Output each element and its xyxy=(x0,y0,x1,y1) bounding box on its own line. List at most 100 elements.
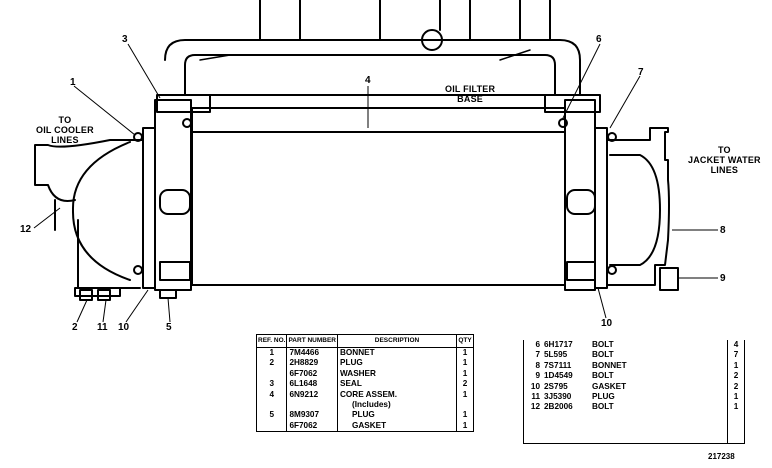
callout-10-right: 10 xyxy=(601,318,613,329)
description-cell: PLUG xyxy=(337,410,457,421)
to-jacket-water-line-2: JACKET WATER xyxy=(688,155,761,165)
table-row: 6F7062 GASKET 1 xyxy=(256,420,474,432)
parts-table-header-row: REF. NO. PART NUMBER DESCRIPTION QTY xyxy=(256,334,474,348)
description-cell: WASHER xyxy=(337,368,457,380)
description-cell: PLUG xyxy=(590,392,728,403)
oil-filter-base-label: OIL FILTER BASE xyxy=(445,84,495,104)
callout-5: 5 xyxy=(166,322,172,333)
callout-2: 2 xyxy=(72,322,78,333)
qty-cell xyxy=(728,413,745,444)
callout-6: 6 xyxy=(596,34,602,45)
part-number-cell: 8M9307 xyxy=(286,410,338,421)
ref-cell xyxy=(524,413,543,444)
ref-cell: 12 xyxy=(530,402,540,412)
callout-10-left: 10 xyxy=(118,322,130,333)
table-row: 12 2B2006 BOLT 1 xyxy=(524,402,745,413)
ref-cell: 7 xyxy=(535,350,540,360)
part-number-cell: 7M4466 xyxy=(286,347,338,359)
ref-cell: 3 xyxy=(256,379,288,390)
table-row xyxy=(524,412,745,444)
part-number-cell: 1D4549 xyxy=(544,371,573,381)
qty-cell: 4 xyxy=(733,340,739,349)
part-number-cell: 3J5390 xyxy=(544,392,572,402)
description-cell: BOLT xyxy=(590,402,728,413)
part-number-cell: 6N9212 xyxy=(286,389,338,401)
oil-filter-base-line-2: BASE xyxy=(457,94,483,104)
qty-header: QTY xyxy=(456,334,474,348)
callout-12: 12 xyxy=(20,224,32,235)
callout-4: 4 xyxy=(365,75,371,86)
to-jacket-water-lines-label: TO JACKET WATER LINES xyxy=(688,145,761,175)
figure-number: 217238 xyxy=(708,452,735,461)
description-cell: (Includes) xyxy=(337,400,457,411)
callout-3: 3 xyxy=(122,34,128,45)
to-oil-cooler-lines-label: TO OIL COOLER LINES xyxy=(36,115,94,145)
ref-cell: 1 xyxy=(256,347,288,359)
callout-8: 8 xyxy=(720,225,726,236)
qty-cell: 1 xyxy=(462,348,468,357)
part-number-cell xyxy=(286,400,338,411)
description-cell: BOLT xyxy=(590,371,728,382)
description-header: DESCRIPTION xyxy=(337,334,457,348)
to-jacket-water-line-3: LINES xyxy=(710,165,739,175)
description-cell: BONNET xyxy=(337,347,457,359)
description-cell: GASKET xyxy=(590,381,728,393)
callout-11: 11 xyxy=(97,322,108,333)
description-cell: BONNET xyxy=(590,360,728,372)
part-number-cell: 6F7062 xyxy=(286,420,338,432)
description-cell: GASKET xyxy=(337,420,457,432)
ref-cell: 8 xyxy=(535,360,540,370)
table-row: 3 6L1648 SEAL 2 xyxy=(256,379,474,390)
callout-7: 7 xyxy=(638,67,644,78)
table-row: 7 5L595 BOLT 7 xyxy=(524,350,745,361)
table-row: 10 2S795 GASKET 2 xyxy=(524,381,745,393)
part-number-header: PART NUMBER xyxy=(286,334,338,348)
qty-cell: 1 xyxy=(462,368,468,378)
part-number-cell: 2S795 xyxy=(544,381,568,391)
qty-cell: 1 xyxy=(462,420,468,430)
to-jacket-water-line-1: TO xyxy=(718,145,731,155)
table-row: 6F7062 WASHER 1 xyxy=(256,368,474,380)
ref-no-header: REF. NO. xyxy=(256,334,288,348)
qty-cell: 1 xyxy=(733,360,739,370)
ref-cell: 11 xyxy=(531,392,540,402)
qty-cell xyxy=(457,400,474,410)
qty-cell: 1 xyxy=(733,402,739,412)
part-number-cell: 5L595 xyxy=(544,350,568,360)
description-cell xyxy=(590,412,728,444)
to-oil-cooler-line-3: LINES xyxy=(51,135,79,145)
table-row: 8 7S7111 BONNET 1 xyxy=(524,360,745,372)
ref-cell: 6 xyxy=(535,340,540,349)
table-row: 5 8M9307 PLUG 1 xyxy=(256,410,474,421)
part-number-cell xyxy=(542,413,590,444)
table-row: 6 6H1717 BOLT 4 xyxy=(524,340,745,351)
part-number-cell: 6F7062 xyxy=(286,368,338,380)
qty-cell: 1 xyxy=(462,358,468,368)
parts-table-left: REF. NO. PART NUMBER DESCRIPTION QTY 1 7… xyxy=(256,334,474,433)
callout-1: 1 xyxy=(70,77,76,88)
ref-cell: 4 xyxy=(256,389,288,401)
part-number-cell: 2H8829 xyxy=(286,358,338,369)
part-number-cell: 6L1648 xyxy=(286,379,338,390)
table-row: 9 1D4549 BOLT 2 xyxy=(524,371,745,382)
to-oil-cooler-line-2: OIL COOLER xyxy=(36,125,94,135)
ref-cell: 2 xyxy=(256,358,288,369)
qty-cell: 2 xyxy=(462,379,468,389)
to-oil-cooler-line-1: TO xyxy=(58,115,72,125)
qty-cell: 1 xyxy=(733,392,739,402)
table-row: 1 7M4466 BONNET 1 xyxy=(256,347,474,359)
table-row: 11 3J5390 PLUG 1 xyxy=(524,392,745,403)
qty-cell: 2 xyxy=(733,381,739,391)
table-row: 4 6N9212 CORE ASSEM. 1 xyxy=(256,389,474,401)
description-cell: SEAL xyxy=(337,379,457,390)
part-number-cell: 7S7111 xyxy=(544,360,572,370)
ref-cell: 5 xyxy=(256,410,288,421)
qty-cell: 7 xyxy=(733,350,739,360)
callout-9: 9 xyxy=(720,273,726,284)
ref-cell xyxy=(256,420,288,432)
qty-cell: 2 xyxy=(733,371,739,381)
qty-cell: 1 xyxy=(462,389,468,399)
part-number-cell: 2B2006 xyxy=(544,402,573,412)
